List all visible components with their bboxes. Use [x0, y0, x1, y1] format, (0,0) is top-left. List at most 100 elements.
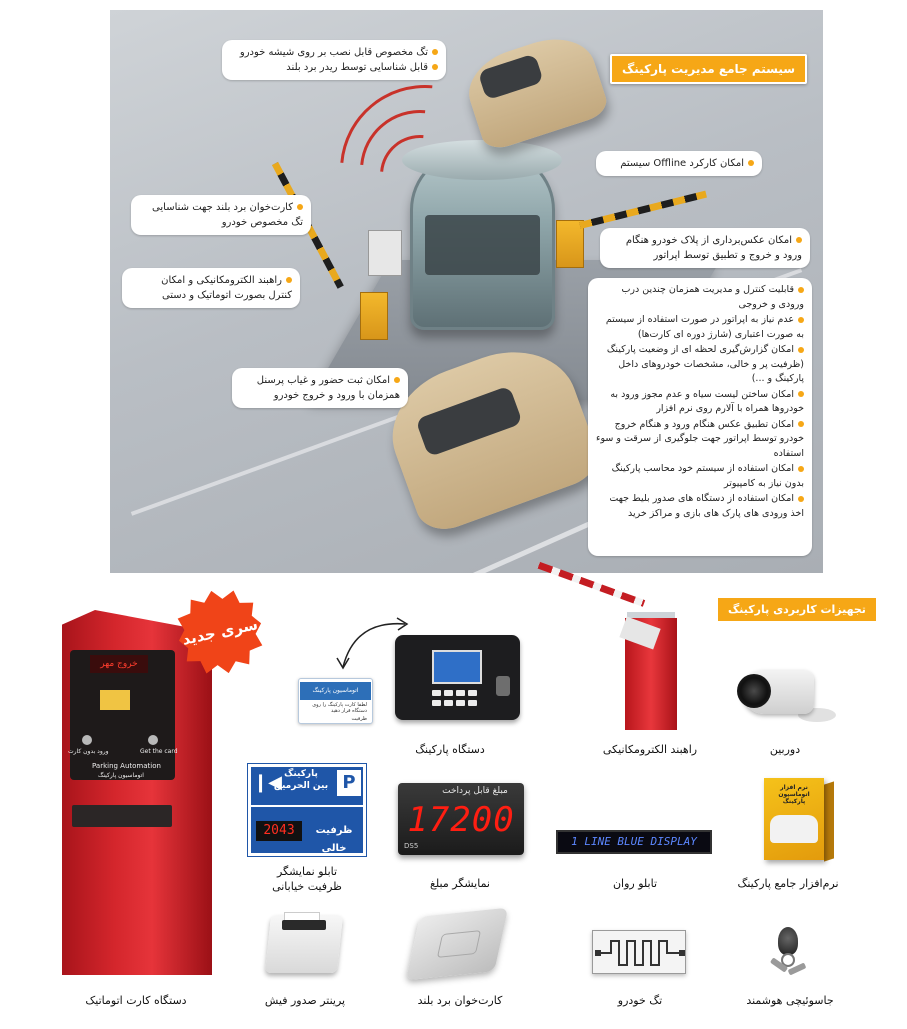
parking-p-icon: P [337, 770, 361, 796]
callout-text: امکان ثبت حضور و غیاب پرسنل [256, 375, 390, 386]
bullet-icon [394, 377, 400, 383]
barrier-caption: راهبند الکترومکانیکی [602, 743, 698, 756]
long-reader-caption: کارت‌خوان برد بلند [417, 994, 503, 1007]
sign-title: پارکینگ بین الحرمین [272, 768, 330, 792]
bullet-icon [798, 465, 804, 472]
system-title: سیستم جامع مدیریت پارکینگ [610, 54, 808, 84]
tag-caption: تگ خودرو [617, 994, 663, 1007]
keypad-key [432, 700, 441, 706]
callout-text: کارت‌خوان برد بلند جهت شناسایی [152, 202, 293, 213]
keypad-key [432, 690, 441, 696]
parking-device-caption: دستگاه پارکینگ [415, 743, 485, 756]
sign-capacity-label: ظرفیت خالی [315, 825, 353, 854]
kiosk-right-button [148, 735, 158, 745]
bullet-icon [798, 286, 804, 293]
barrier-housing-right [556, 220, 584, 268]
callout-barrier: راهبند الکترومکانیکی و امکان کنترل بصورت… [122, 268, 300, 308]
bullet-icon [432, 49, 438, 55]
long-range-reader [368, 230, 402, 276]
callout-attendance: امکان ثبت حضور و غیاب پرسنل همزمان با ور… [232, 368, 408, 408]
price-display-model: DS5 [404, 842, 419, 850]
bullet-icon [796, 237, 802, 243]
sign-caption-line: تابلو نمایشگر [276, 865, 338, 878]
printer-caption: پرینتر صدور فیش [264, 994, 346, 1007]
feature-item: قابلیت کنترل و مدیریت همزمان چندین درب و… [621, 284, 804, 310]
bullet-icon [798, 346, 804, 353]
bullet-icon [432, 64, 438, 70]
feature-item: امکان ساختن لیست سیاه و عدم مجوز ورود به… [610, 388, 804, 415]
fingerprint-icon [496, 676, 510, 696]
bullet-icon [297, 204, 303, 210]
bullet-icon [798, 391, 804, 397]
kiosk-base [72, 805, 172, 827]
callout-text: تگ مخصوص قابل نصب بر روی شیشه خودرو [239, 47, 428, 58]
keypad-key [444, 700, 453, 706]
keypad-key [456, 690, 465, 696]
kiosk-right-label: Get the card [140, 748, 178, 755]
bullet-icon [798, 421, 804, 427]
antenna-icon [595, 940, 685, 966]
keyring-icon [781, 953, 795, 967]
keypad-key [468, 700, 477, 706]
key-fob-icon [778, 927, 798, 955]
parking-card-text: لطفا کارت پارکینگ را روی دستگاه قرار دهی… [312, 702, 367, 714]
price-display-value: 17200 [407, 800, 515, 840]
printer-slot [282, 920, 326, 930]
kiosk-left-button [82, 735, 92, 745]
camera-lens-icon [737, 674, 771, 708]
card-swap-arrow-icon [336, 617, 409, 670]
led-display-caption: تابلو روان [612, 877, 658, 890]
callout-text: راهبند الکترومکانیکی و امکان [161, 275, 282, 286]
left-arrow-icon: ❙◀ [253, 772, 282, 793]
booth-roof [402, 140, 562, 180]
callout-text: تگ مخصوص خودرو [221, 217, 303, 228]
software-caption: نرم‌افزار جامع پارکینگ [737, 877, 839, 890]
sign-caption: تابلو نمایشگر ظرفیت خیابانی [248, 864, 366, 894]
booth-window [425, 215, 540, 275]
feature-item: عدم نیاز به اپراتور در صورت استفاده از س… [605, 314, 804, 340]
callout-text: امکان کارکرد Offline سیستم [620, 158, 744, 169]
sign-divider [251, 805, 363, 807]
car-top [459, 27, 611, 153]
kiosk-brand-en: Parking Automation [92, 762, 161, 770]
sign-capacity-digits: 2043 [256, 821, 302, 841]
feature-item: امکان تطبیق عکس هنگام ورود و هنگام خروج … [596, 418, 804, 459]
callout-offline: امکان کارکرد Offline سیستم [596, 151, 762, 176]
kiosk-screen: خروج مهر [90, 655, 148, 673]
parking-card-title: اتوماسیون پارکینگ [300, 682, 371, 700]
callout-text: امکان عکس‌برداری از پلاک خودرو هنگام [625, 235, 792, 246]
callout-text: قابل شناسایی توسط ریدر برد بلند [286, 62, 428, 73]
callout-long-range-reader: کارت‌خوان برد بلند جهت شناسایی تگ مخصوص … [131, 195, 311, 235]
callout-text: همزمان با ورود و خروج خودرو [273, 390, 400, 401]
barrier-top [627, 612, 675, 620]
feature-item: امکان استفاده از سیستم خود محاسب پارکینگ… [611, 463, 804, 489]
keypad-key [468, 690, 477, 696]
parking-device-screen [432, 650, 482, 684]
bullet-icon [798, 495, 804, 502]
price-display [398, 783, 524, 855]
car-icon [770, 815, 818, 843]
sign-caption-line: ظرفیت خیابانی [272, 880, 342, 893]
sign-title-line: بین الحرمین [273, 781, 329, 791]
sign-title-line: پارکینگ [284, 769, 318, 779]
bullet-icon [798, 316, 804, 323]
equipment-section-title: تجهیزات کاربردی پارکینگ [718, 598, 876, 621]
barrier-housing-left [360, 292, 388, 340]
features-list: قابلیت کنترل و مدیریت همزمان چندین درب و… [588, 278, 812, 556]
software-box-title: نرم افزار اتوماسیون پارکینگ [778, 784, 810, 805]
price-display-caption: نمایشگر مبلغ [430, 877, 490, 890]
camera-caption: دوربین [769, 743, 801, 756]
price-display-title: مبلغ قابل پرداخت [442, 786, 508, 796]
keypad-key [444, 690, 453, 696]
callout-text: کنترل بصورت اتوماتیک و دستی [161, 290, 292, 301]
kiosk-left-label: ورود بدون کارت [68, 748, 109, 755]
parking-card-sub: ظرفیت [351, 716, 367, 722]
feature-item: امکان گزارش‌گیری لحظه ای از وضعیت پارکین… [606, 344, 804, 384]
callout-text: ورود و خروج و تطبیق توسط اپراتور [653, 250, 802, 261]
led-scrolling-display: 1 LINE BLUE DISPLAY [556, 830, 712, 854]
kiosk-brand-fa: اتوماسیون پارکینگ [98, 772, 144, 779]
bullet-icon [286, 277, 292, 283]
feature-item: امکان استفاده از دستگاه های صدور بلیط جه… [609, 493, 804, 519]
keypad-key [456, 700, 465, 706]
callout-windshield-tag: تگ مخصوص قابل نصب بر روی شیشه خودرو قابل… [222, 40, 446, 80]
